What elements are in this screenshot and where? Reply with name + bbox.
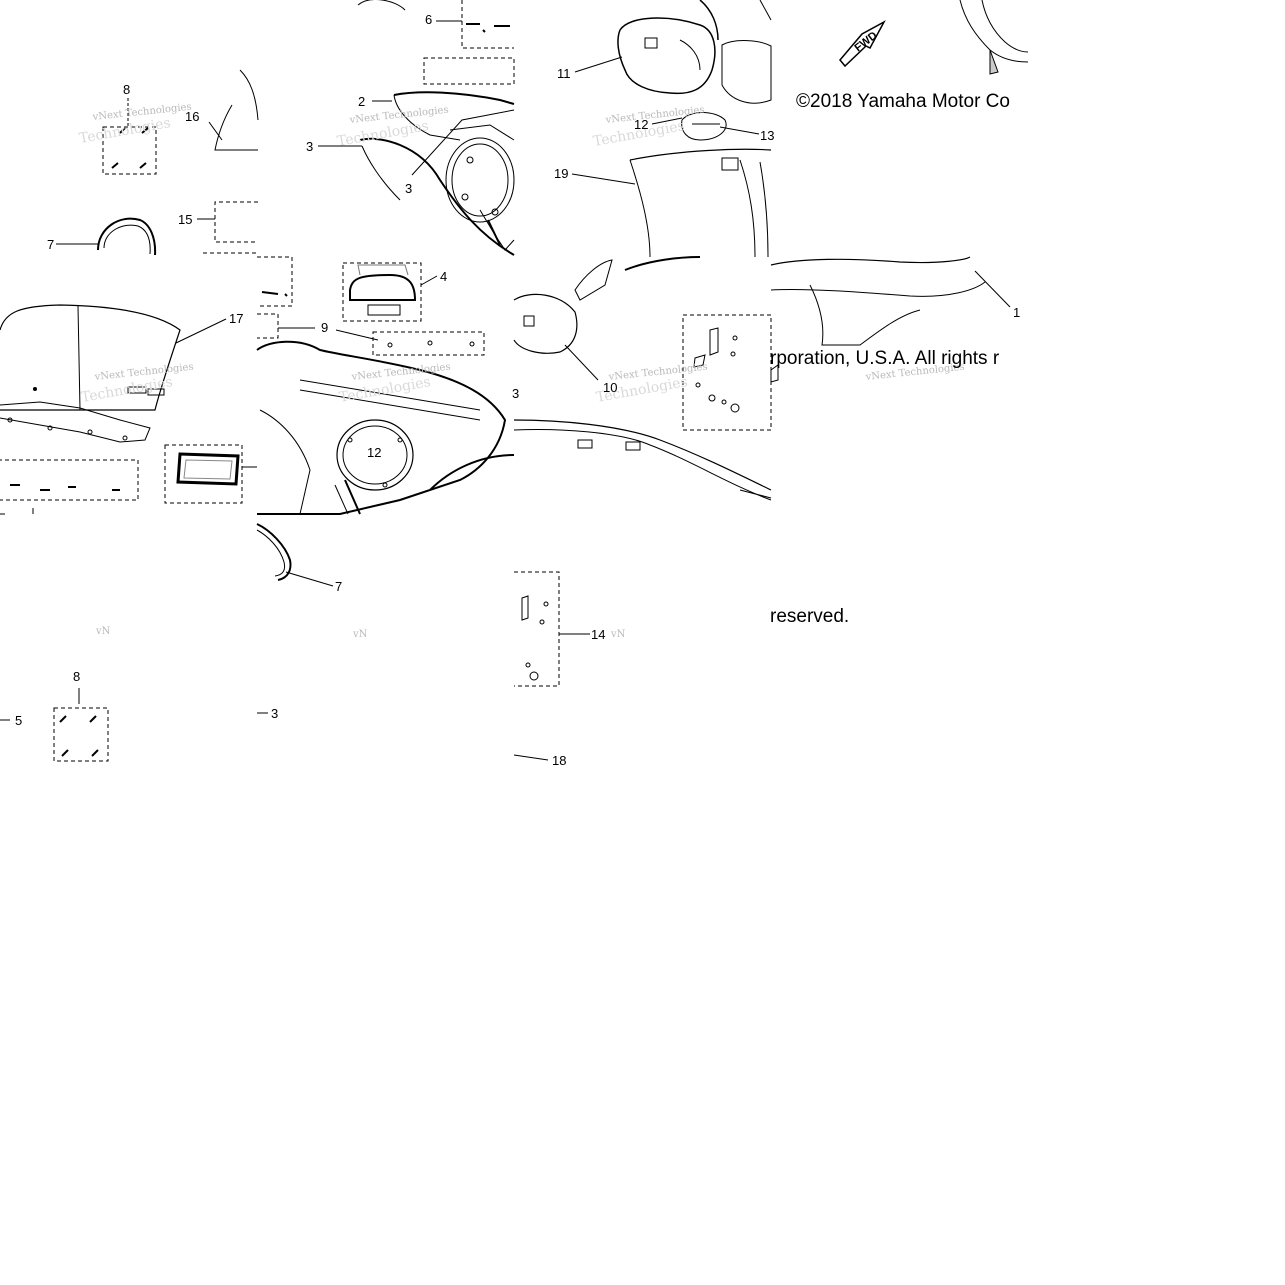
- watermark-stub-2: vN: [352, 629, 368, 640]
- callout-15: 15: [178, 212, 192, 227]
- callout-3-c: 3: [512, 386, 519, 401]
- callout-7-b: 7: [335, 579, 342, 594]
- callout-13: 13: [760, 128, 774, 143]
- watermark-stub-1: vN: [95, 626, 111, 637]
- copyright-text-part-3: reserved.: [770, 606, 850, 627]
- callout-11: 11: [557, 66, 571, 81]
- windshield-edge-part-16: [214, 104, 258, 151]
- callout-18: 18: [552, 753, 566, 768]
- callout-4: 4: [440, 269, 447, 284]
- callout-6: 6: [425, 12, 432, 27]
- callout-12-b: 12: [367, 445, 381, 460]
- speaker-ring-upper: [445, 137, 515, 223]
- hardware-box-8a: [102, 126, 157, 175]
- tile-fairing-upper: [318, 0, 515, 256]
- tile-trim-ring: [256, 523, 334, 714]
- tile-seat-rear: [571, 0, 772, 258]
- callout-12-a: 12: [634, 117, 648, 132]
- tile-screen-mount: [56, 69, 259, 256]
- callout-8-b: 8: [73, 669, 80, 684]
- trim-ring-part-7a: [97, 217, 157, 256]
- callout-16: 16: [185, 109, 199, 124]
- copyright-text-part-1: ©2018 Yamaha Motor Co: [796, 91, 1010, 112]
- callout-9: 9: [321, 320, 328, 335]
- tile-clip-1: [1028, 80, 1088, 120]
- callout-3-b: 3: [405, 181, 412, 196]
- tile-seat-front: [513, 256, 772, 501]
- callout-8-a: 8: [123, 82, 130, 97]
- tile-fairing-inner: [256, 256, 515, 515]
- callout-14: 14: [591, 627, 605, 642]
- tile-bracket-hardware: [513, 571, 590, 761]
- tile-windshield: [0, 304, 257, 504]
- callout-3-d: 3: [271, 706, 278, 721]
- tile-seat-rear-shell: [770, 256, 1011, 383]
- callout-1: 1: [1013, 305, 1020, 320]
- speaker-ring-inner: [336, 419, 414, 491]
- callout-7-a: 7: [47, 237, 54, 252]
- callout-10: 10: [603, 380, 617, 395]
- trim-ring-part-7b: [256, 523, 292, 581]
- copyright-text-part-2: rporation, U.S.A. All rights r: [770, 348, 1000, 369]
- callout-3-a: 3: [306, 139, 313, 154]
- callout-19: 19: [554, 166, 568, 181]
- watermarks: vNext Technologies Technologies vNext Te…: [78, 102, 965, 640]
- side-cover-part-11: [617, 17, 716, 95]
- tile-mount-hardware: [0, 508, 109, 762]
- tile-fwd-seat: [839, 0, 1029, 75]
- callouts: 1 2 3 3 3 3 4 5 6 7 7 8 8 9 10 11 12 12 …: [15, 12, 1020, 768]
- tile-clip-2: [1028, 340, 1088, 380]
- callout-17: 17: [229, 311, 243, 326]
- callout-5: 5: [15, 713, 22, 728]
- fwd-arrow: [839, 20, 886, 68]
- callout-2: 2: [358, 94, 365, 109]
- watermark-stub-3: vN: [610, 629, 626, 640]
